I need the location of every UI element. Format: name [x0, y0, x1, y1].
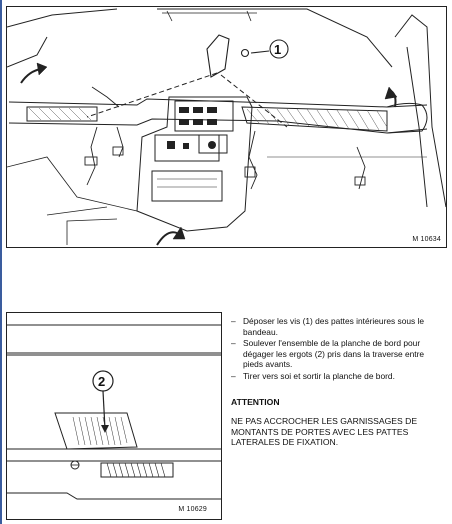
callout-1-label: 1	[274, 42, 281, 57]
figure-reference-bottom: M 10629	[178, 506, 207, 513]
instruction-item: – Soulever l'ensemble de la planche de b…	[231, 338, 445, 370]
callout-2-label: 2	[98, 374, 105, 389]
page-edge-rule	[0, 0, 2, 524]
figure-reference-top: M 10634	[412, 236, 441, 243]
instructions-column: – Déposer les vis (1) des pattes intérie…	[231, 316, 445, 448]
instruction-item: – Déposer les vis (1) des pattes intérie…	[231, 316, 445, 337]
instruction-dash: –	[231, 370, 236, 381]
dashboard-removal-figure: 1	[6, 6, 447, 248]
instruction-dash: –	[231, 316, 236, 326]
attention-heading: ATTENTION	[231, 396, 280, 407]
lug-detail-figure: 2 M 10629	[6, 312, 222, 520]
instruction-item: – Tirer vers soi et sortir la planche de…	[231, 371, 445, 382]
instruction-text: Tirer vers soi et sortir la planche de b…	[243, 370, 395, 381]
instruction-text: Soulever l'ensemble de la planche de bor…	[243, 338, 425, 370]
dashboard-illustration: 1	[7, 8, 446, 246]
instruction-text: Déposer les vis (1) des pattes intérieur…	[243, 316, 425, 337]
instruction-list: – Déposer les vis (1) des pattes intérie…	[231, 316, 445, 382]
attention-warning: NE PAS ACCROCHER LES GARNISSAGES DE MONT…	[231, 416, 418, 448]
instruction-dash: –	[231, 338, 236, 349]
lug-detail-illustration: 2	[7, 324, 221, 500]
